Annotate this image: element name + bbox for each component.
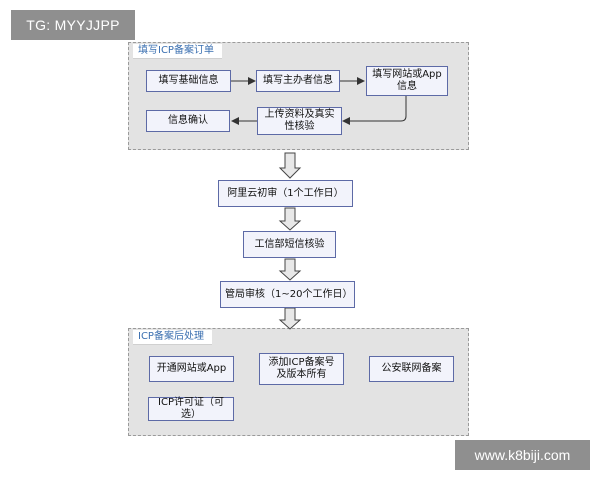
order-panel-title: 填写ICP备案订单 xyxy=(133,44,222,59)
block-arrow-2 xyxy=(278,207,302,231)
node-upload-verify: 上传资料及真实性核验 xyxy=(257,107,342,135)
node-police-filing: 公安联网备案 xyxy=(369,356,454,382)
block-arrow-3 xyxy=(278,258,302,281)
node-miit-sms: 工信部短信核验 xyxy=(243,231,336,258)
node-sponsor-info: 填写主办者信息 xyxy=(256,70,340,92)
node-add-icp-number: 添加ICP备案号及版本所有 xyxy=(259,353,344,385)
watermark-top-left: TG: MYYJJPP xyxy=(11,10,135,40)
watermark-bottom-right: www.k8biji.com xyxy=(455,440,590,470)
node-site-info: 填写网站或App信息 xyxy=(366,66,448,96)
node-basic-info: 填写基础信息 xyxy=(146,70,231,92)
block-arrow-4 xyxy=(278,307,302,330)
node-enable-site: 开通网站或App xyxy=(149,356,234,382)
post-filing-panel-title: ICP备案后处理 xyxy=(133,330,212,345)
node-info-confirm: 信息确认 xyxy=(146,110,230,132)
node-aliyun-review: 阿里云初审（1个工作日） xyxy=(218,180,353,207)
node-icp-license: ICP许可证（可选） xyxy=(148,397,234,421)
block-arrow-1 xyxy=(278,152,302,179)
node-bureau-review: 管局审核（1~20个工作日） xyxy=(220,281,355,308)
arrow-site-to-upload xyxy=(342,96,407,125)
